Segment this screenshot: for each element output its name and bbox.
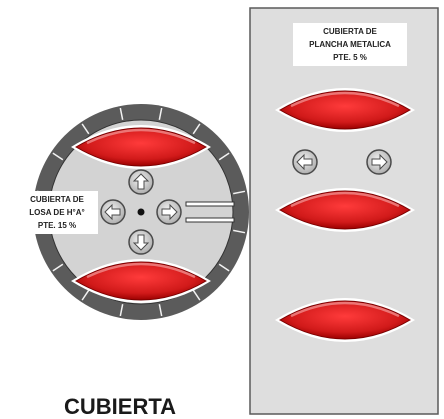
arrow-left-icon [296,153,313,171]
panel-arrow-left-button[interactable] [292,149,318,175]
panel-lens-2 [275,188,415,232]
ring-tick [158,107,163,120]
ring-tick [233,229,246,234]
ring-tick [119,304,124,317]
circle-lens-top [71,125,211,169]
center-dot-icon [137,208,145,216]
circle-label-box [14,191,98,234]
ring-tick [192,123,201,135]
circle-label: CUBIERTA DE LOSA DE H°A° PTE. 15 % [14,191,98,234]
ring-tick [233,190,246,195]
diagram-title: CUBIERTA [64,394,176,419]
arrow-down-icon [132,234,150,251]
ring-tick [218,263,230,272]
panel-label-box [293,23,407,66]
ring-tick [218,152,230,161]
circle-label-line-1: CUBIERTA DE [30,195,84,204]
circle-arrow-left-button[interactable] [100,199,126,225]
ring-tick [119,107,124,120]
connector-lines [185,201,235,223]
circle-label-line-3: PTE. 15 % [38,221,76,230]
ring-tick [52,263,64,272]
ring-tick [52,152,64,161]
panel-label-line-3: PTE. 5 % [333,53,367,62]
panel-label-line-2: PLANCHA METALICA [309,40,391,49]
ring-tick [81,289,90,301]
ring-tick [158,304,163,317]
circle-label-line-2: LOSA DE H°A° [29,208,84,217]
circle-arrow-down-button[interactable] [128,229,154,255]
circle-lens-bottom [71,259,211,303]
circle-arrow-right-button[interactable] [156,199,182,225]
panel-label-line-1: CUBIERTA DE [323,27,377,36]
arrow-left-icon [104,203,121,221]
arrow-right-icon [161,203,178,221]
ring-tick [81,123,90,135]
arrow-up-icon [132,173,150,190]
panel-lens-1 [275,88,415,132]
arrow-right-icon [371,153,388,171]
panel-arrow-right-button[interactable] [366,149,392,175]
ring-tick [192,289,201,301]
circle-arrow-up-button[interactable] [128,169,154,195]
panel-lens-3 [275,298,415,342]
